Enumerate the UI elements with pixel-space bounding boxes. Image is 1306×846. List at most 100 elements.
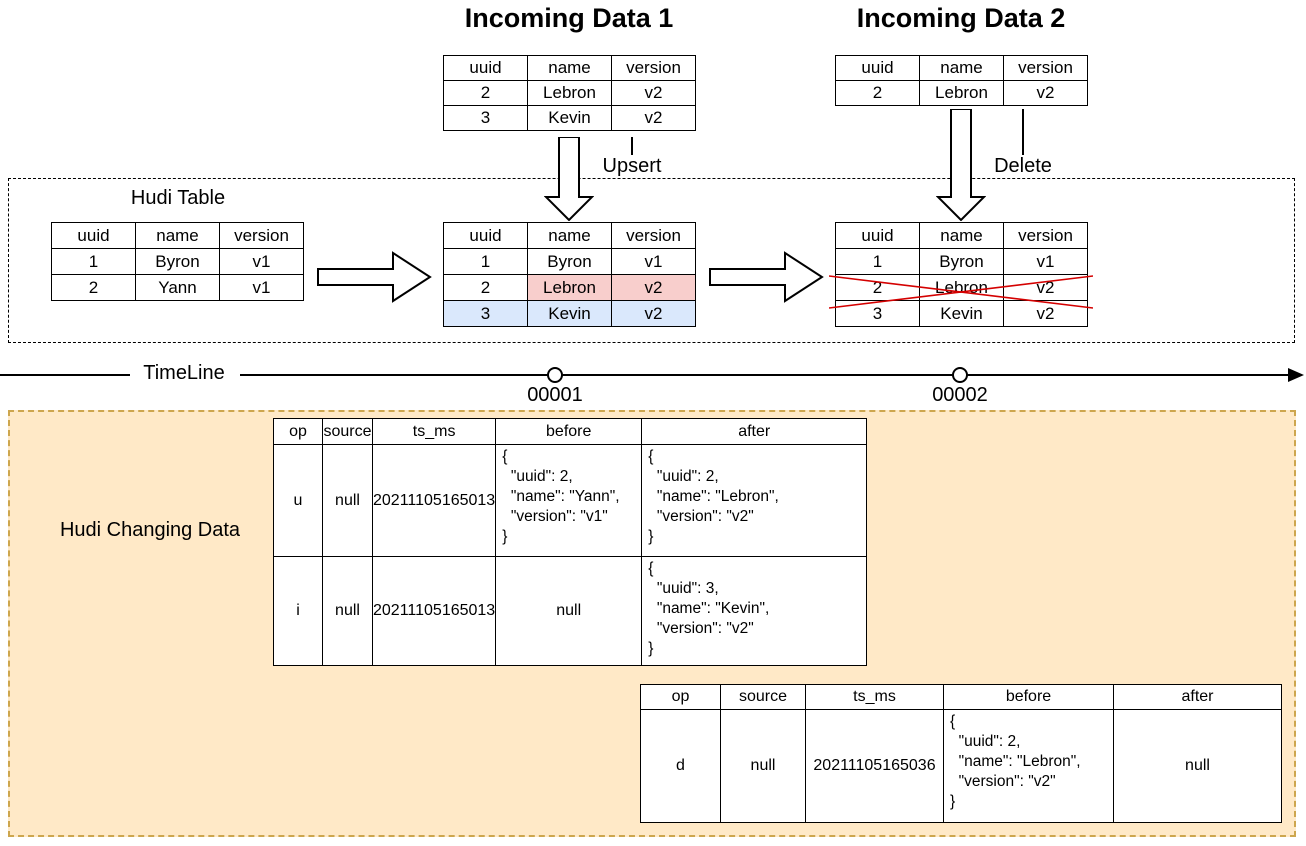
column-header: before <box>495 418 643 445</box>
column-header: name <box>527 222 612 249</box>
table-cell: 3 <box>443 105 528 131</box>
table-cell: 2 <box>443 80 528 106</box>
column-header: name <box>527 55 612 81</box>
table-cell: v1 <box>1003 248 1088 275</box>
table-cell: v1 <box>611 248 696 275</box>
ts-cell: 20211105165013 <box>371 556 497 666</box>
table-cell: 2 <box>835 274 920 301</box>
column-header: after <box>641 418 868 445</box>
table-row: 2 Lebron v2 <box>443 80 696 106</box>
delete-down-arrow-icon <box>936 109 986 221</box>
column-header: uuid <box>835 222 920 249</box>
deleted-row: 2 Lebron v2 <box>835 274 1088 301</box>
incoming-data-1-title: Incoming Data 1 <box>464 3 674 33</box>
table-cell: 2 <box>51 274 136 301</box>
table-cell: Byron <box>527 248 612 275</box>
column-header: uuid <box>443 222 528 249</box>
column-header: source <box>322 418 373 445</box>
header-row: uuid name version <box>443 222 696 249</box>
table-cell: Lebron <box>919 274 1004 301</box>
change-record-row: i null 20211105165013 null { "uuid": 3, … <box>273 556 868 666</box>
updated-cell: v2 <box>611 274 696 301</box>
inserted-row: 3 Kevin v2 <box>443 300 696 327</box>
table-row: 3 Kevin v2 <box>443 105 696 131</box>
upsert-label: Upsert <box>602 155 662 177</box>
timeline-arrowhead-icon <box>1288 368 1304 382</box>
table-cell: Lebron <box>527 80 612 106</box>
hudi-initial-table: uuid name version 1 Byron v1 2 Yann v1 <box>51 222 304 301</box>
table-cell: 1 <box>51 248 136 275</box>
change-record-row: u null 20211105165013 { "uuid": 2, "name… <box>273 444 868 557</box>
changing-data-table-2: op source ts_ms before after d null 2021… <box>640 684 1282 823</box>
column-header: ts_ms <box>371 418 497 445</box>
table-cell: Lebron <box>919 80 1004 106</box>
table-cell: v2 <box>1003 274 1088 301</box>
header-row: op source ts_ms before after <box>640 684 1282 710</box>
table-cell: v2 <box>611 80 696 106</box>
column-header: version <box>219 222 304 249</box>
delete-label: Delete <box>994 155 1052 177</box>
op-cell: u <box>273 444 323 557</box>
transition-right-arrow-icon <box>317 251 432 303</box>
timeline-instant-node <box>952 367 968 383</box>
table-cell: Kevin <box>527 105 612 131</box>
table-cell: Byron <box>919 248 1004 275</box>
header-row: uuid name version <box>835 55 1088 81</box>
timeline-line <box>0 374 130 376</box>
upsert-down-arrow-icon <box>544 137 594 221</box>
upsert-connector-line <box>631 137 633 155</box>
timeline-instant-2: 00002 <box>932 384 988 406</box>
deleted-row-cross-icon <box>829 275 1093 309</box>
header-row: uuid name version <box>443 55 696 81</box>
column-header: name <box>919 222 1004 249</box>
changing-data-table-1: op source ts_ms before after u null 2021… <box>273 418 868 666</box>
change-record-row: d null 20211105165036 { "uuid": 2, "name… <box>640 709 1282 823</box>
column-header: uuid <box>51 222 136 249</box>
hudi-table-box-title: Hudi Table <box>130 187 226 209</box>
table-cell: Kevin <box>919 300 1004 327</box>
column-header: op <box>273 418 323 445</box>
before-cell: { "uuid": 2, "name": "Lebron", "version"… <box>943 709 1114 823</box>
header-row: op source ts_ms before after <box>273 418 868 445</box>
table-row: 1 Byron v1 <box>443 248 696 275</box>
before-cell: { "uuid": 2, "name": "Yann", "version": … <box>495 444 643 557</box>
table-row: 3 Kevin v2 <box>835 300 1088 327</box>
incoming-data-2-title: Incoming Data 2 <box>856 3 1066 33</box>
table-cell: 2 <box>835 80 920 106</box>
table-cell: v1 <box>219 248 304 275</box>
updated-row: 2 Lebron v2 <box>443 274 696 301</box>
inserted-cell: 3 <box>443 300 528 327</box>
op-cell: d <box>640 709 721 823</box>
ts-cell: 20211105165036 <box>805 709 944 823</box>
source-cell: null <box>720 709 806 823</box>
hudi-changing-data-title: Hudi Changing Data <box>59 519 241 541</box>
hudi-deleted-table: uuid name version 1 Byron v1 2 Lebron v2… <box>835 222 1088 327</box>
timeline-line <box>240 374 1290 376</box>
after-cell: { "uuid": 3, "name": "Kevin", "version":… <box>641 556 868 666</box>
timeline-label: TimeLine <box>143 362 225 384</box>
column-header: version <box>611 222 696 249</box>
table-cell: 1 <box>835 248 920 275</box>
table-cell: 1 <box>443 248 528 275</box>
column-header: name <box>135 222 220 249</box>
column-header: uuid <box>443 55 528 81</box>
table-row: 1 Byron v1 <box>51 248 304 275</box>
ts-cell: 20211105165013 <box>371 444 497 557</box>
source-cell: null <box>322 556 373 666</box>
updated-cell: Lebron <box>527 274 612 301</box>
column-header: version <box>1003 55 1088 81</box>
after-cell: null <box>1113 709 1282 823</box>
table-cell: v2 <box>611 105 696 131</box>
timeline-instant-node <box>547 367 563 383</box>
hudi-table-box <box>8 178 1295 343</box>
table-cell: Byron <box>135 248 220 275</box>
column-header: op <box>640 684 721 710</box>
transition-right-arrow-icon <box>709 251 824 303</box>
table-row: 1 Byron v1 <box>835 248 1088 275</box>
column-header: uuid <box>835 55 920 81</box>
header-row: uuid name version <box>835 222 1088 249</box>
table-row: 2 Yann v1 <box>51 274 304 301</box>
table-cell: v1 <box>219 274 304 301</box>
column-header: version <box>611 55 696 81</box>
